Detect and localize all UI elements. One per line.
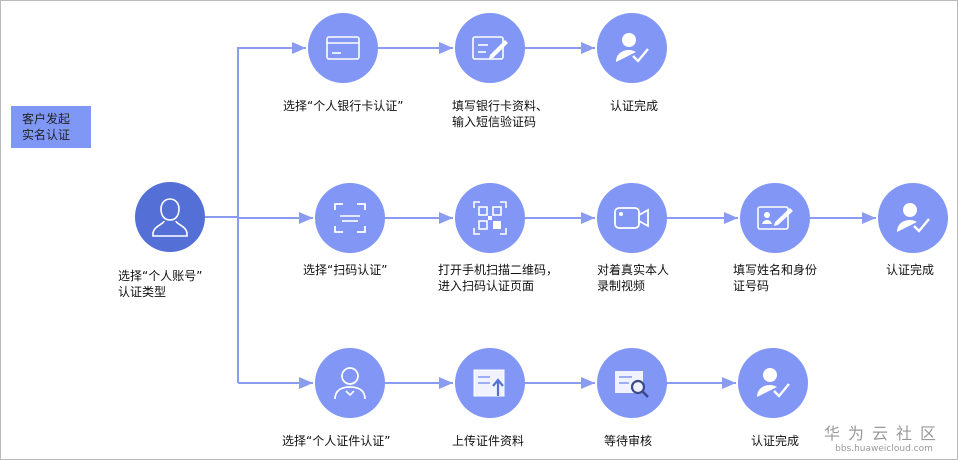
- step-node: [455, 183, 525, 253]
- start-box: 客户发起 实名认证: [11, 106, 91, 148]
- step-label: 认证完成: [751, 434, 800, 448]
- document-search-icon: [615, 371, 649, 398]
- video-camera-icon: [614, 207, 649, 229]
- step-label: 选择“扫码认证”: [303, 263, 388, 277]
- step-node: [315, 348, 385, 418]
- verified-user-icon: [897, 203, 930, 233]
- verified-user-icon: [616, 33, 649, 63]
- step-label: 打开手机扫描二维码， 进入扫码认证页面: [438, 263, 559, 293]
- person-id-icon: [334, 367, 366, 400]
- scan-icon: [334, 203, 366, 233]
- step-node: [455, 348, 525, 418]
- user-icon: [152, 198, 188, 237]
- step-node: [597, 13, 667, 83]
- step-label: 选择“个人银行卡认证”: [283, 99, 404, 113]
- step-label: 等待审核: [604, 434, 653, 448]
- step-node: [455, 13, 525, 83]
- bank-card-icon: [326, 36, 360, 60]
- watermark-url: bbs.huaweicloud.com: [835, 444, 933, 454]
- main-user-node: [135, 182, 205, 252]
- step-label: 对着真实本人 录制视频: [597, 263, 670, 293]
- fill-form-icon: [472, 36, 508, 60]
- step-label: 选择“个人证件认证”: [282, 434, 391, 448]
- step-node: [308, 13, 378, 83]
- step-node: [597, 183, 667, 253]
- step-node: [597, 348, 667, 418]
- upload-document-icon: [473, 369, 505, 397]
- verified-user-icon: [757, 368, 790, 398]
- main-label: 选择“个人账号” 认证类型: [118, 269, 203, 299]
- step-label: 认证完成: [886, 263, 935, 277]
- step-label: 填写银行卡资料、 输入短信验证码: [452, 99, 549, 129]
- step-label: 上传证件资料: [452, 434, 525, 448]
- id-card-edit-icon: [757, 206, 793, 230]
- step-label: 填写姓名和身份 证号码: [733, 263, 818, 293]
- step-label: 认证完成: [610, 99, 659, 113]
- step-node: [878, 183, 948, 253]
- step-node: [315, 183, 385, 253]
- watermark-title: 华为云社区: [823, 424, 944, 443]
- step-node: [738, 348, 808, 418]
- step-node: [740, 183, 810, 253]
- watermark: 华为云社区 bbs.huaweicloud.com: [824, 420, 944, 454]
- qr-code-icon: [473, 201, 507, 235]
